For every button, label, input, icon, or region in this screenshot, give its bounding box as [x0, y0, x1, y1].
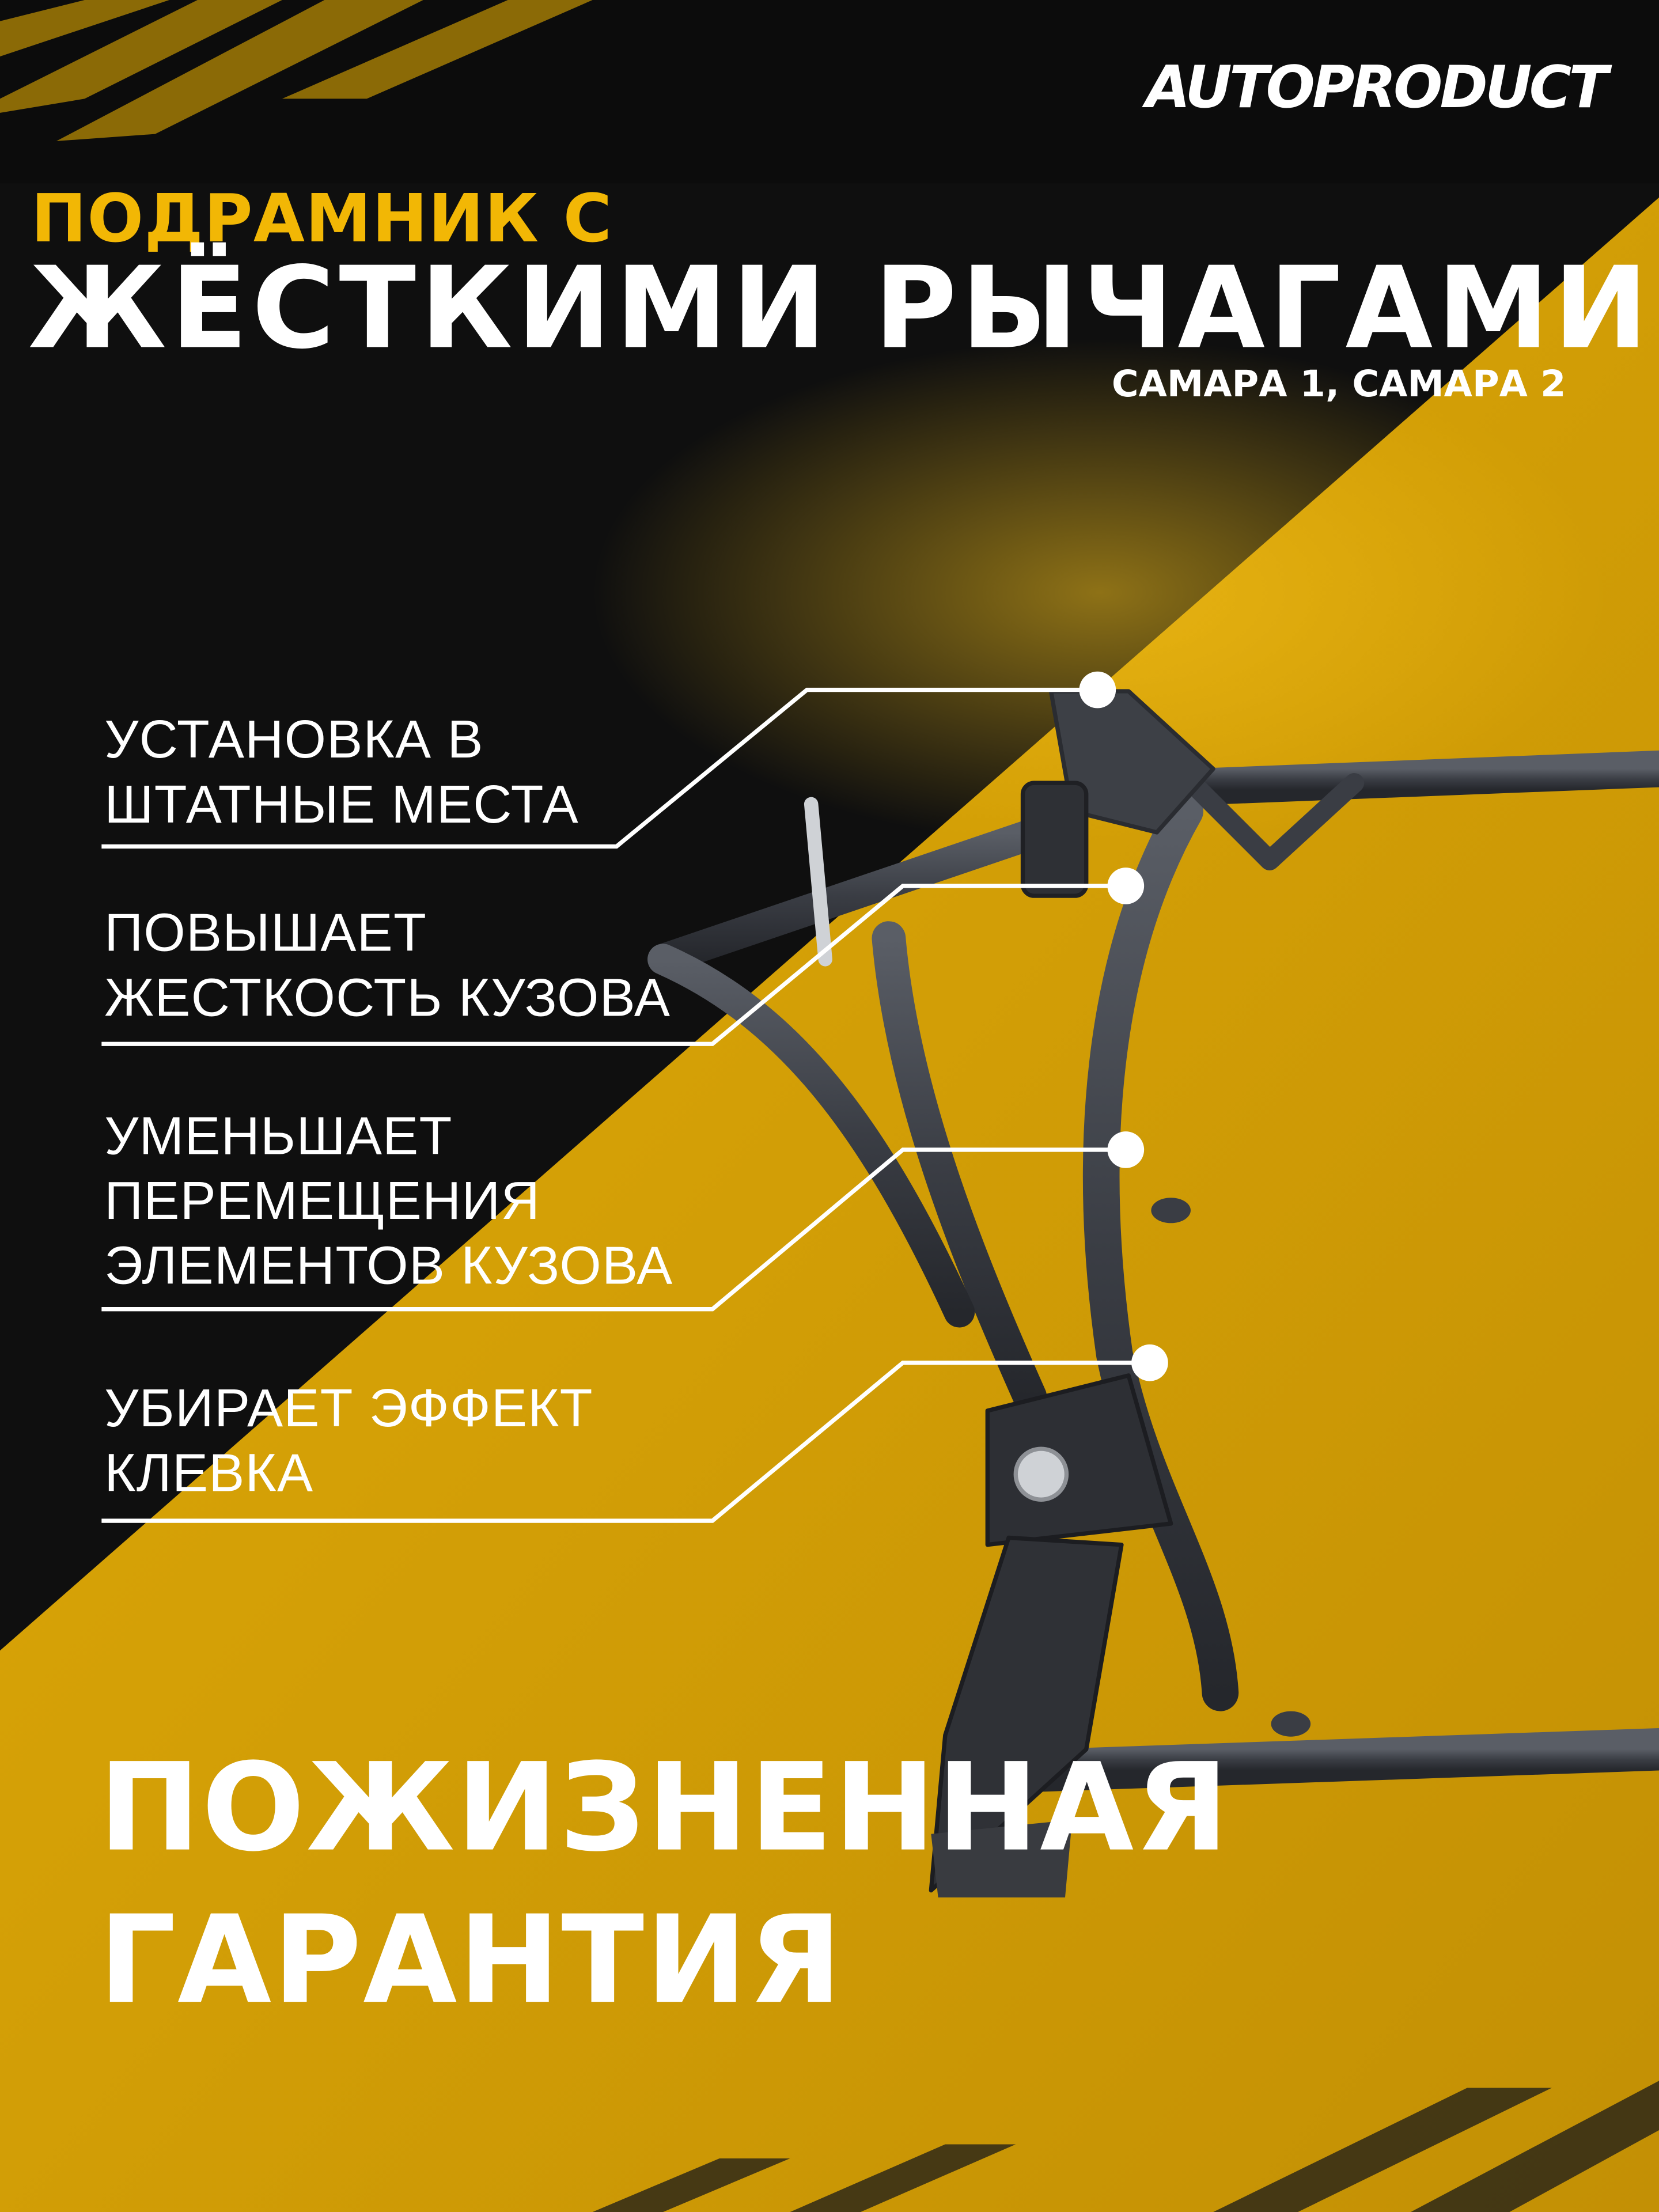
feature-1: УСТАНОВКА В ШТАТНЫЕ МЕСТА: [104, 708, 579, 838]
yellow-glow: [592, 338, 1608, 847]
feature-2-line-2: ЖЕСТКОСТЬ КУЗОВА: [104, 969, 671, 1029]
hazard-stripes-top: [0, 0, 593, 141]
callout-dot-2: [1107, 868, 1145, 904]
feature-4: УБИРАЕТ ЭФФЕКТ КЛЕВКА: [104, 1377, 593, 1506]
headline-line-2: ЖЁСТКИМИ РЫЧАГАМИ: [28, 243, 1653, 374]
callout-line-1: [101, 687, 1098, 849]
warranty-heading: ПОЖИЗНЕННАЯ ГАРАНТИЯ: [99, 1732, 1230, 2037]
callout-line-2: [101, 884, 1126, 1046]
subframe-image: [647, 689, 1659, 1897]
callout-dot-1: [1079, 671, 1116, 709]
callout-line-3: [101, 1147, 1126, 1312]
warranty-line-2: ГАРАНТИЯ: [99, 1890, 843, 2032]
hazard-stripes-bottom: [592, 2081, 1659, 2212]
feature-3-line-1: УМЕНЬШАЕТ: [104, 1107, 453, 1167]
feature-3-line-2: ПЕРЕМЕЩЕНИЯ: [104, 1172, 541, 1232]
brand-logo: AUTOPRODUCT: [1145, 54, 1608, 122]
feature-1-line-1: УСТАНОВКА В: [104, 711, 484, 771]
callout-dot-4: [1131, 1344, 1168, 1381]
feature-3: УМЕНЬШАЕТ ПЕРЕМЕЩЕНИЯ ЭЛЕМЕНТОВ КУЗОВА: [104, 1105, 673, 1300]
headline-line-1: ПОДРАМНИК С: [31, 180, 613, 259]
feature-4-line-1: УБИРАЕТ ЭФФЕКТ: [104, 1380, 593, 1439]
feature-4-line-2: КЛЕВКА: [104, 1444, 314, 1504]
warranty-line-1: ПОЖИЗНЕННАЯ: [99, 1738, 1230, 1880]
feature-3-line-3: ЭЛЕМЕНТОВ КУЗОВА: [104, 1237, 673, 1297]
feature-2: ПОВЫШАЕТ ЖЕСТКОСТЬ КУЗОВА: [104, 902, 671, 1031]
callout-dot-3: [1107, 1131, 1145, 1168]
models-subtitle: САМАРА 1, САМАРА 2: [1111, 363, 1566, 407]
callout-line-4: [101, 1361, 1150, 1523]
feature-2-line-1: ПОВЫШАЕТ: [104, 904, 427, 964]
feature-1-line-2: ШТАТНЫЕ МЕСТА: [104, 775, 579, 835]
